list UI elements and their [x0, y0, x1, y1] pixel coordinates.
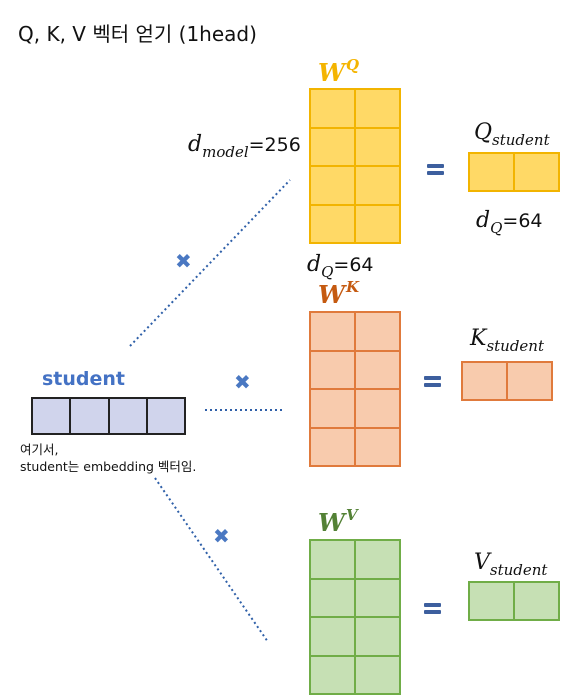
connector-line-value: [154, 477, 269, 643]
output-vector-key: [461, 361, 553, 401]
weight-key-label: WK: [318, 278, 359, 309]
student-label: student: [42, 368, 126, 390]
output-vector-value: [468, 581, 560, 621]
equals-sign-key: [424, 376, 441, 388]
output-query-label: Qstudent: [474, 120, 550, 149]
output-key-label: Kstudent: [470, 326, 544, 355]
weight-matrix-key: [309, 311, 401, 467]
embedding-note: 여기서, student는 embedding 벡터임.: [20, 442, 197, 474]
multiply-icon-key: ✖: [234, 370, 251, 394]
output-value-label: Vstudent: [474, 550, 548, 579]
multiply-icon-query: ✖: [175, 249, 192, 273]
multiply-icon-value: ✖: [213, 524, 230, 548]
weight-matrix-query: [309, 88, 401, 244]
weight-matrix-value: [309, 539, 401, 695]
d-q-vector-label: dQ=64: [476, 208, 543, 237]
d-q-matrix-label: dQ=64: [307, 252, 374, 281]
equals-sign-value: [424, 603, 441, 615]
d-model-label: dmodel=256: [188, 132, 301, 161]
output-vector-query: [468, 152, 560, 192]
equals-sign-query: [427, 164, 444, 176]
connector-line-query: [129, 179, 291, 347]
page-title: Q, K, V 벡터 얻기 (1head): [18, 22, 257, 46]
student-embedding-vector: [31, 397, 186, 435]
weight-value-label: WV: [318, 506, 358, 537]
weight-query-label: WQ: [318, 56, 360, 87]
